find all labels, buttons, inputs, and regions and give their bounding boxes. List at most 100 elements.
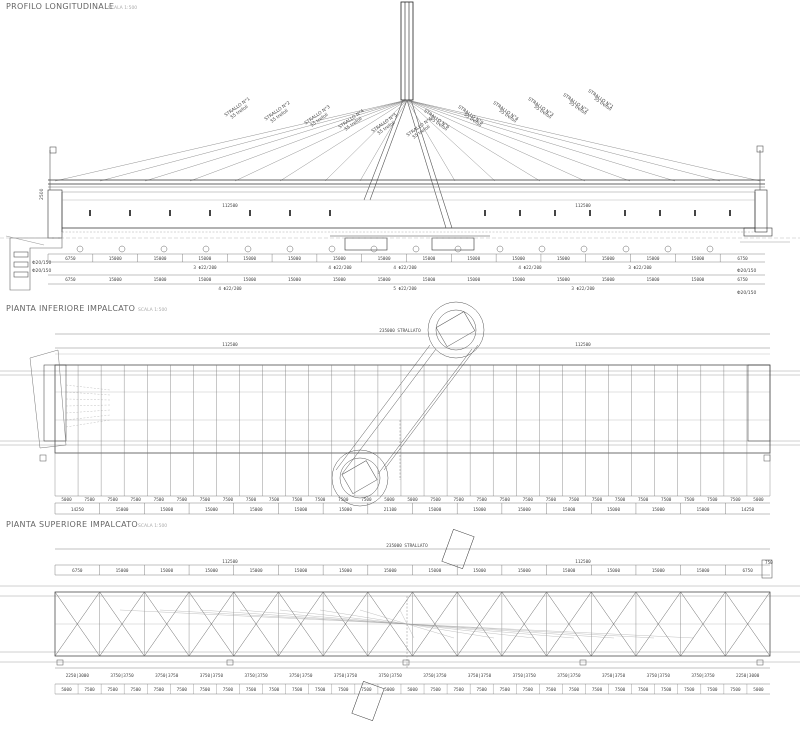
profile-segment-b-13: 15000 — [602, 277, 615, 283]
profile-segment-3: 15000 — [154, 256, 167, 262]
profile-segment-7: 15000 — [333, 256, 346, 262]
upper-segment-8: 15000 — [384, 568, 397, 574]
upper-support-1 — [56, 659, 64, 666]
lower-bay-dim-6: 7500 — [177, 497, 188, 503]
upper-pair-dim-13: 3750|3750 — [602, 673, 626, 679]
stay-cable-10 — [406, 99, 496, 182]
lower-bay-dim-27: 7500 — [661, 497, 672, 503]
profile-segment-b-9: 15000 — [422, 277, 435, 283]
upper-bay-dim-8: 7500 — [223, 687, 234, 693]
upper-segment-16: 6750 — [742, 568, 753, 574]
deck-hanger-4 — [209, 210, 211, 216]
profile-group-row1-5: 3 Φ22/200 — [628, 265, 652, 271]
lower-plan-crossbeams: 5000 7500 7500 7500 7500 7500 7500 7500 7500 7500… — [39, 365, 771, 514]
lower-bay-dim-21: 7500 — [523, 497, 534, 503]
lower-group-dim-5: 15000 — [250, 507, 263, 513]
view-title-upper-plan: PIANTA SUPERIORE IMPALCATO SCALA 1:500 — [6, 520, 167, 529]
lower-bay-dim-30: 7500 — [730, 497, 741, 503]
lower-group-dim-6: 15000 — [294, 507, 307, 513]
upper-bracing-5 — [233, 591, 279, 657]
profile-marker-16 — [706, 245, 714, 253]
upper-pair-dim-3: 3750|3750 — [155, 673, 179, 679]
upper-pair-dim-7: 3750|3750 — [334, 673, 358, 679]
lower-plan-half-right: 112500 — [575, 342, 591, 348]
lower-end-fan-3 — [65, 398, 111, 401]
stay-cable-15 — [406, 99, 721, 182]
lower-group-dim-1: 14250 — [71, 507, 84, 513]
upper-bay-dim-25: 7500 — [615, 687, 626, 693]
upper-bay-dim-20: 7500 — [500, 687, 511, 693]
profile-segment-b-1: 6750 — [65, 277, 76, 283]
upper-bracing-9 — [412, 591, 458, 657]
lower-group-dim-9: 15000 — [428, 507, 441, 513]
deck-hanger-14 — [694, 210, 696, 216]
upper-support-3 — [402, 659, 410, 666]
upper-bracing-8 — [367, 591, 413, 657]
upper-segment-3: 15000 — [160, 568, 173, 574]
upper-bay-dim-12: 7500 — [315, 687, 326, 693]
upper-segment-5: 15000 — [250, 568, 263, 574]
stay-cable-6 — [279, 99, 408, 182]
upper-bay-dim-2: 7500 — [84, 687, 95, 693]
profile-half-spans: 112500 112500 — [222, 203, 591, 209]
upper-support-4 — [579, 659, 587, 666]
lower-plan-title: PIANTA INFERIORE IMPALCATO — [6, 304, 135, 313]
view-title-lower-plan: PIANTA INFERIORE IMPALCATO SCALA 1:500 — [6, 304, 167, 313]
profile-side-label-2: Φ20/150 — [32, 268, 52, 274]
lower-bay-dim-17: 7500 — [430, 497, 441, 503]
upper-pair-dim-1: 2250|3000 — [66, 673, 90, 679]
upper-segment-14: 15000 — [652, 568, 665, 574]
lower-bay-dim-3: 7500 — [107, 497, 118, 503]
profile-group-row2-2: 5 Φ22/200 — [393, 286, 417, 292]
deck-hanger-3 — [169, 210, 171, 216]
upper-pair-dim-11: 3750|3750 — [513, 673, 537, 679]
upper-bay-dim-3: 7500 — [107, 687, 118, 693]
upper-bracing-14 — [635, 591, 681, 657]
upper-pair-dim-9: 3750|3750 — [423, 673, 447, 679]
upper-bracing-13 — [591, 591, 637, 657]
upper-bracing-6 — [278, 591, 324, 657]
lower-bay-dim-7: 7500 — [200, 497, 211, 503]
lower-bay-dim-1: 5000 — [61, 497, 72, 503]
upper-converge-left-2 — [159, 609, 408, 625]
stay-cable-2 — [99, 99, 408, 182]
deck-hanger-11 — [589, 210, 591, 216]
upper-bay-dim-7: 7500 — [200, 687, 211, 693]
lower-bay-dim-8: 7500 — [223, 497, 234, 503]
lower-anchor-left — [39, 454, 47, 462]
upper-pair-dim-6: 3750|3750 — [289, 673, 313, 679]
profile-marker-15 — [664, 245, 672, 253]
lower-bay-dim-22: 7500 — [546, 497, 557, 503]
profile-segment-14: 15000 — [647, 256, 660, 262]
upper-bay-dim-21: 7500 — [523, 687, 534, 693]
deck-hanger-8 — [484, 210, 486, 216]
lower-bay-dim-13: 7500 — [338, 497, 349, 503]
upper-pair-dim-5: 3750|3750 — [244, 673, 268, 679]
profile-side-label-4: Φ20/150 — [737, 290, 757, 296]
upper-plan-dimensions: 235000 STRALLATO 112500 112500 750 — [222, 543, 773, 566]
lower-end-fan-1 — [65, 384, 111, 391]
lower-bay-dim-10: 7500 — [269, 497, 280, 503]
upper-bay-dim-31: 5000 — [753, 687, 764, 693]
upper-segment-15: 15000 — [697, 568, 710, 574]
lower-group-dim-16: 14250 — [741, 507, 754, 513]
upper-segment-9: 15000 — [428, 568, 441, 574]
upper-converge-left-5 — [279, 609, 408, 625]
upper-bay-dim-16: 5000 — [407, 687, 418, 693]
lower-bay-dim-24: 7500 — [592, 497, 603, 503]
profile-segment-4: 15000 — [198, 256, 211, 262]
upper-bay-dim-24: 7500 — [592, 687, 603, 693]
profile-marker-11 — [496, 245, 504, 253]
upper-bay-dim-30: 7500 — [730, 687, 741, 693]
upper-pair-dim-10: 3750|3750 — [468, 673, 492, 679]
upper-bay-dim-15: 5000 — [384, 687, 395, 693]
upper-bay-dim-11: 7500 — [292, 687, 303, 693]
profile-segment-5: 15000 — [243, 256, 256, 262]
upper-converge-right-6 — [406, 623, 495, 639]
upper-bay-dim-18: 7500 — [453, 687, 464, 693]
stay-cable-3 — [144, 99, 408, 182]
upper-bracing-3 — [144, 591, 190, 657]
profile-segment-b-4: 15000 — [198, 277, 211, 283]
